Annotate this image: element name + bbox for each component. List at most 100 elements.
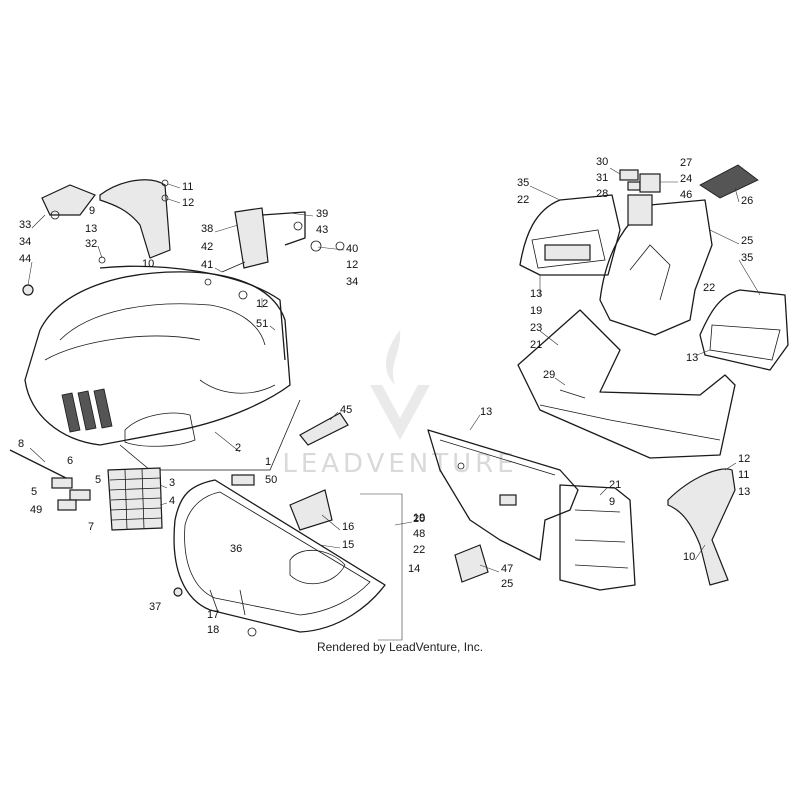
callout: 13 (85, 223, 97, 235)
callout: 44 (19, 253, 31, 265)
callout: 37 (149, 601, 161, 613)
callout: 33 (19, 219, 31, 231)
callout: 26 (741, 195, 753, 207)
callout: 1 (265, 456, 271, 468)
callout: 19 (530, 305, 542, 317)
seat-left (519, 194, 621, 276)
callout: 19 (413, 512, 425, 524)
callout: 38 (201, 223, 213, 235)
seat-right (699, 289, 789, 371)
callout: 22 (413, 544, 425, 556)
watermark-logo (370, 330, 430, 440)
callout: 39 (316, 208, 328, 220)
callout: 50 (265, 474, 277, 486)
callout: 35 (741, 252, 753, 264)
callout: 22 (517, 194, 529, 206)
side-bracket (559, 484, 636, 591)
callout: 29 (543, 369, 555, 381)
callout: 13 (480, 406, 492, 418)
callout: 10 (142, 258, 154, 270)
callout: 17 (207, 609, 219, 621)
callout: 43 (316, 224, 328, 236)
callout: 25 (741, 235, 753, 247)
callout: 20 (413, 513, 425, 525)
callout: 31 (596, 172, 608, 184)
mirror-bracket (234, 207, 269, 269)
hood-part (24, 271, 301, 471)
callout: 25 (501, 578, 513, 590)
callout: 13 (686, 352, 698, 364)
console-small-parts (619, 169, 661, 193)
rod-part (9, 449, 71, 481)
clip-parts (51, 477, 91, 511)
mirror-hardware (204, 211, 345, 300)
callout: 12 (346, 259, 358, 271)
floor-pan (517, 309, 736, 459)
rear-fender-right (667, 468, 736, 586)
callout: 3 (169, 477, 175, 489)
hood-grille (61, 388, 196, 447)
callout: 16 (342, 521, 354, 533)
callout: 45 (340, 404, 352, 416)
callout: 5 (95, 474, 101, 486)
callout: 42 (201, 241, 213, 253)
center-console (599, 194, 713, 336)
rear-panel (427, 429, 579, 561)
callout: 5 (31, 486, 37, 498)
callout: 36 (230, 543, 242, 555)
callout: 28 (596, 188, 608, 200)
callout: 9 (609, 496, 615, 508)
callout: 48 (413, 528, 425, 540)
callout: 27 (680, 157, 692, 169)
callout: 9 (89, 205, 95, 217)
decal-part (699, 164, 759, 199)
callout: 24 (680, 173, 692, 185)
callout: 18 (207, 624, 219, 636)
callout: 11 (738, 469, 749, 481)
callout: 10 (683, 551, 695, 563)
callout: 23 (530, 322, 542, 334)
callout: 12 (182, 197, 194, 209)
callout: 30 (596, 156, 608, 168)
hood-bracket (41, 184, 96, 216)
front-fender-left (99, 179, 171, 259)
callout: 21 (530, 339, 542, 351)
latch-part (22, 284, 34, 296)
callout: 4 (169, 495, 175, 507)
watermark-text: LEADVENTURE (282, 449, 517, 479)
callout: 51 (256, 318, 268, 330)
callout: 11 (182, 181, 193, 193)
bolt-parts (98, 179, 169, 264)
callout: 13 (530, 288, 542, 300)
light-part (299, 412, 349, 446)
callout: 21 (609, 479, 621, 491)
callout: 34 (19, 236, 31, 248)
callout: 8 (18, 438, 24, 450)
bracket-part (289, 489, 333, 531)
plug-part (231, 474, 255, 486)
callout: 35 (517, 177, 529, 189)
callout: 15 (342, 539, 354, 551)
render-credit: Rendered by LeadVenture, Inc. (317, 640, 483, 654)
front-tub (173, 479, 386, 633)
callout: 22 (703, 282, 715, 294)
callout: 14 (408, 563, 420, 575)
callout: 40 (346, 243, 358, 255)
callout: 46 (680, 189, 692, 201)
callout: 12 (738, 453, 750, 465)
callout: 34 (346, 276, 358, 288)
plate-part (454, 544, 489, 583)
grille-mesh (107, 467, 163, 531)
hood-seal-strip (99, 265, 286, 361)
callout: 7 (88, 521, 94, 533)
callout: 41 (201, 259, 213, 271)
bracket-detail (574, 509, 629, 569)
callout: 32 (85, 238, 97, 250)
callout: 6 (67, 455, 73, 467)
bolt-part (247, 627, 257, 637)
callout: 49 (30, 504, 42, 516)
fastener-part (173, 587, 183, 597)
callout: 13 (738, 486, 750, 498)
leader-lines (27, 167, 761, 573)
